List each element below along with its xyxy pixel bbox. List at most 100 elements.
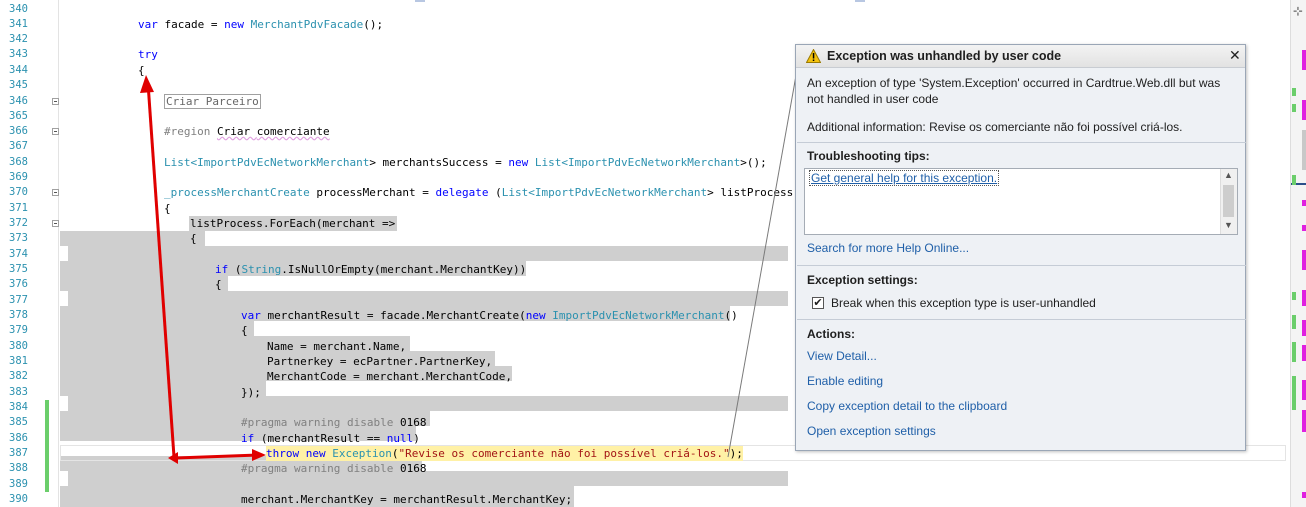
scroll-down-icon[interactable]: ▼: [1224, 220, 1233, 230]
selection: [60, 381, 266, 396]
expand-region-icon[interactable]: [52, 98, 59, 105]
collapse-region-icon[interactable]: [52, 189, 59, 196]
view-detail-link[interactable]: View Detail...: [807, 349, 877, 363]
vertical-scrollbar-overview[interactable]: ⊹: [1290, 0, 1306, 507]
code-token: (: [228, 263, 242, 276]
code-token: Criar: [216, 125, 257, 138]
code-token: });: [241, 386, 261, 399]
code-line-387[interactable]: #pragma warning disable 0168: [241, 461, 426, 476]
scroll-position-marker: [1291, 183, 1306, 185]
scroll-up-icon[interactable]: ▲: [1224, 170, 1233, 180]
code-token: MerchantPdvFacade: [250, 18, 364, 31]
code-line-367[interactable]: List<ImportPdvEcNetworkMerchant> merchan…: [164, 155, 767, 170]
exception-assistant-dialog[interactable]: Exception was unhandled by user code ✕ A…: [795, 44, 1246, 451]
line-number: 389: [9, 478, 28, 490]
line-number: 388: [9, 462, 28, 474]
code-line-385[interactable]: if (merchantResult == null): [241, 431, 420, 446]
search-help-online-link[interactable]: Search for more Help Online...: [807, 241, 970, 255]
line-number: 341: [9, 18, 28, 30]
code-token: Name = merchant.Name,: [267, 340, 407, 353]
code-line-371[interactable]: listProcess.ForEach(merchant =>: [190, 216, 395, 231]
collapse-region-icon[interactable]: [52, 220, 59, 227]
code-line-365[interactable]: #region Criar comerciante: [164, 124, 330, 139]
code-token: new: [508, 156, 535, 169]
code-line-378[interactable]: {: [241, 323, 248, 338]
break-checkbox[interactable]: ✔: [812, 297, 824, 309]
code-token: {: [138, 64, 145, 77]
top-marker: [415, 0, 425, 2]
break-checkbox-label[interactable]: Break when this exception type is user-u…: [831, 296, 1096, 310]
annotation-arrow-line: [146, 82, 176, 458]
line-number: 342: [9, 33, 28, 45]
code-line-377[interactable]: var merchantResult = facade.MerchantCrea…: [241, 308, 738, 323]
scroll-thumb[interactable]: [1302, 130, 1306, 170]
code-token: if: [215, 263, 229, 276]
annotation-arrowhead: [252, 449, 266, 461]
code-line-372[interactable]: {: [190, 231, 197, 246]
code-line-341[interactable]: var facade = new MerchantPdvFacade();: [138, 17, 383, 32]
dialog-header: Exception was unhandled by user code ✕: [796, 45, 1245, 68]
scroll-change-marker: [1292, 175, 1296, 185]
dialog-connector-line: [727, 69, 798, 458]
collapsed-region[interactable]: Criar Parceiro: [164, 94, 261, 109]
code-token: (: [488, 186, 502, 199]
code-line-384[interactable]: #pragma warning disable 0168: [241, 415, 426, 430]
code-line-370[interactable]: {: [164, 201, 171, 216]
code-line-379[interactable]: Name = merchant.Name,: [267, 339, 406, 354]
line-number: 368: [9, 156, 28, 168]
troubleshooting-tips-list[interactable]: Get general help for this exception. ▲ ▼: [804, 168, 1238, 235]
code-token: ();: [363, 18, 384, 31]
general-help-link[interactable]: Get general help for this exception.: [809, 170, 1000, 186]
actions-heading: Actions:: [807, 327, 855, 341]
scroll-marker: [1302, 320, 1306, 336]
split-icon[interactable]: ⊹: [1293, 4, 1304, 18]
code-token: throw: [266, 447, 306, 460]
additional-information: Additional information: Revise os comerc…: [807, 120, 1183, 134]
section-divider: [797, 319, 1246, 320]
code-line-346[interactable]: Criar Parceiro: [164, 94, 261, 109]
code-token: ): [413, 432, 420, 445]
selection: [68, 396, 788, 411]
tips-scrollbar[interactable]: ▲ ▼: [1220, 169, 1237, 234]
line-number: 374: [9, 248, 28, 260]
line-number: 346: [9, 95, 28, 107]
copy-exception-detail-link[interactable]: Copy exception detail to the clipboard: [807, 399, 1008, 413]
code-token: (: [391, 447, 399, 460]
code-line-382[interactable]: });: [241, 385, 261, 400]
code-token: String: [241, 263, 282, 276]
scroll-marker: [1302, 100, 1306, 120]
code-token: var: [138, 18, 165, 31]
code-token: List<: [501, 186, 535, 199]
scroll-change-marker: [1292, 342, 1296, 362]
scroll-marker: [1302, 50, 1306, 70]
code-token: facade =: [164, 18, 225, 31]
code-line-389[interactable]: merchant.MerchantKey = merchantResult.Me…: [241, 492, 572, 507]
code-line-369[interactable]: _processMerchantCreate processMerchant =…: [164, 185, 800, 200]
code-line-375[interactable]: {: [215, 277, 222, 292]
code-line-380[interactable]: Partnerkey = ecPartner.PartnerKey,: [267, 354, 492, 369]
scroll-change-marker: [1292, 376, 1296, 410]
open-exception-settings-link[interactable]: Open exception settings: [807, 424, 936, 438]
scroll-change-marker: [1292, 88, 1296, 96]
current-statement-line-386[interactable]: throw new Exception("Revise os comercian…: [266, 446, 743, 461]
selection: [60, 231, 205, 246]
line-number: 365: [9, 110, 28, 122]
code-token: #region: [164, 125, 217, 138]
change-indicator: [45, 400, 49, 492]
enable-editing-link[interactable]: Enable editing: [807, 374, 884, 388]
selection: [60, 426, 416, 441]
code-line-344[interactable]: {: [138, 63, 145, 78]
collapse-region-icon[interactable]: [52, 128, 59, 135]
code-token: delegate: [435, 186, 489, 199]
code-line-343[interactable]: try: [138, 47, 158, 62]
line-number: 379: [9, 324, 28, 336]
tips-scroll-thumb[interactable]: [1223, 185, 1234, 217]
selection: [60, 306, 730, 321]
line-number: 384: [9, 401, 28, 413]
close-icon[interactable]: ✕: [1229, 47, 1241, 63]
code-line-374[interactable]: if (String.IsNullOrEmpty(merchant.Mercha…: [215, 262, 526, 277]
code-token: List<: [164, 156, 198, 169]
code-line-381[interactable]: MerchantCode = merchant.MerchantCode,: [267, 369, 512, 384]
top-marker: [855, 0, 865, 2]
